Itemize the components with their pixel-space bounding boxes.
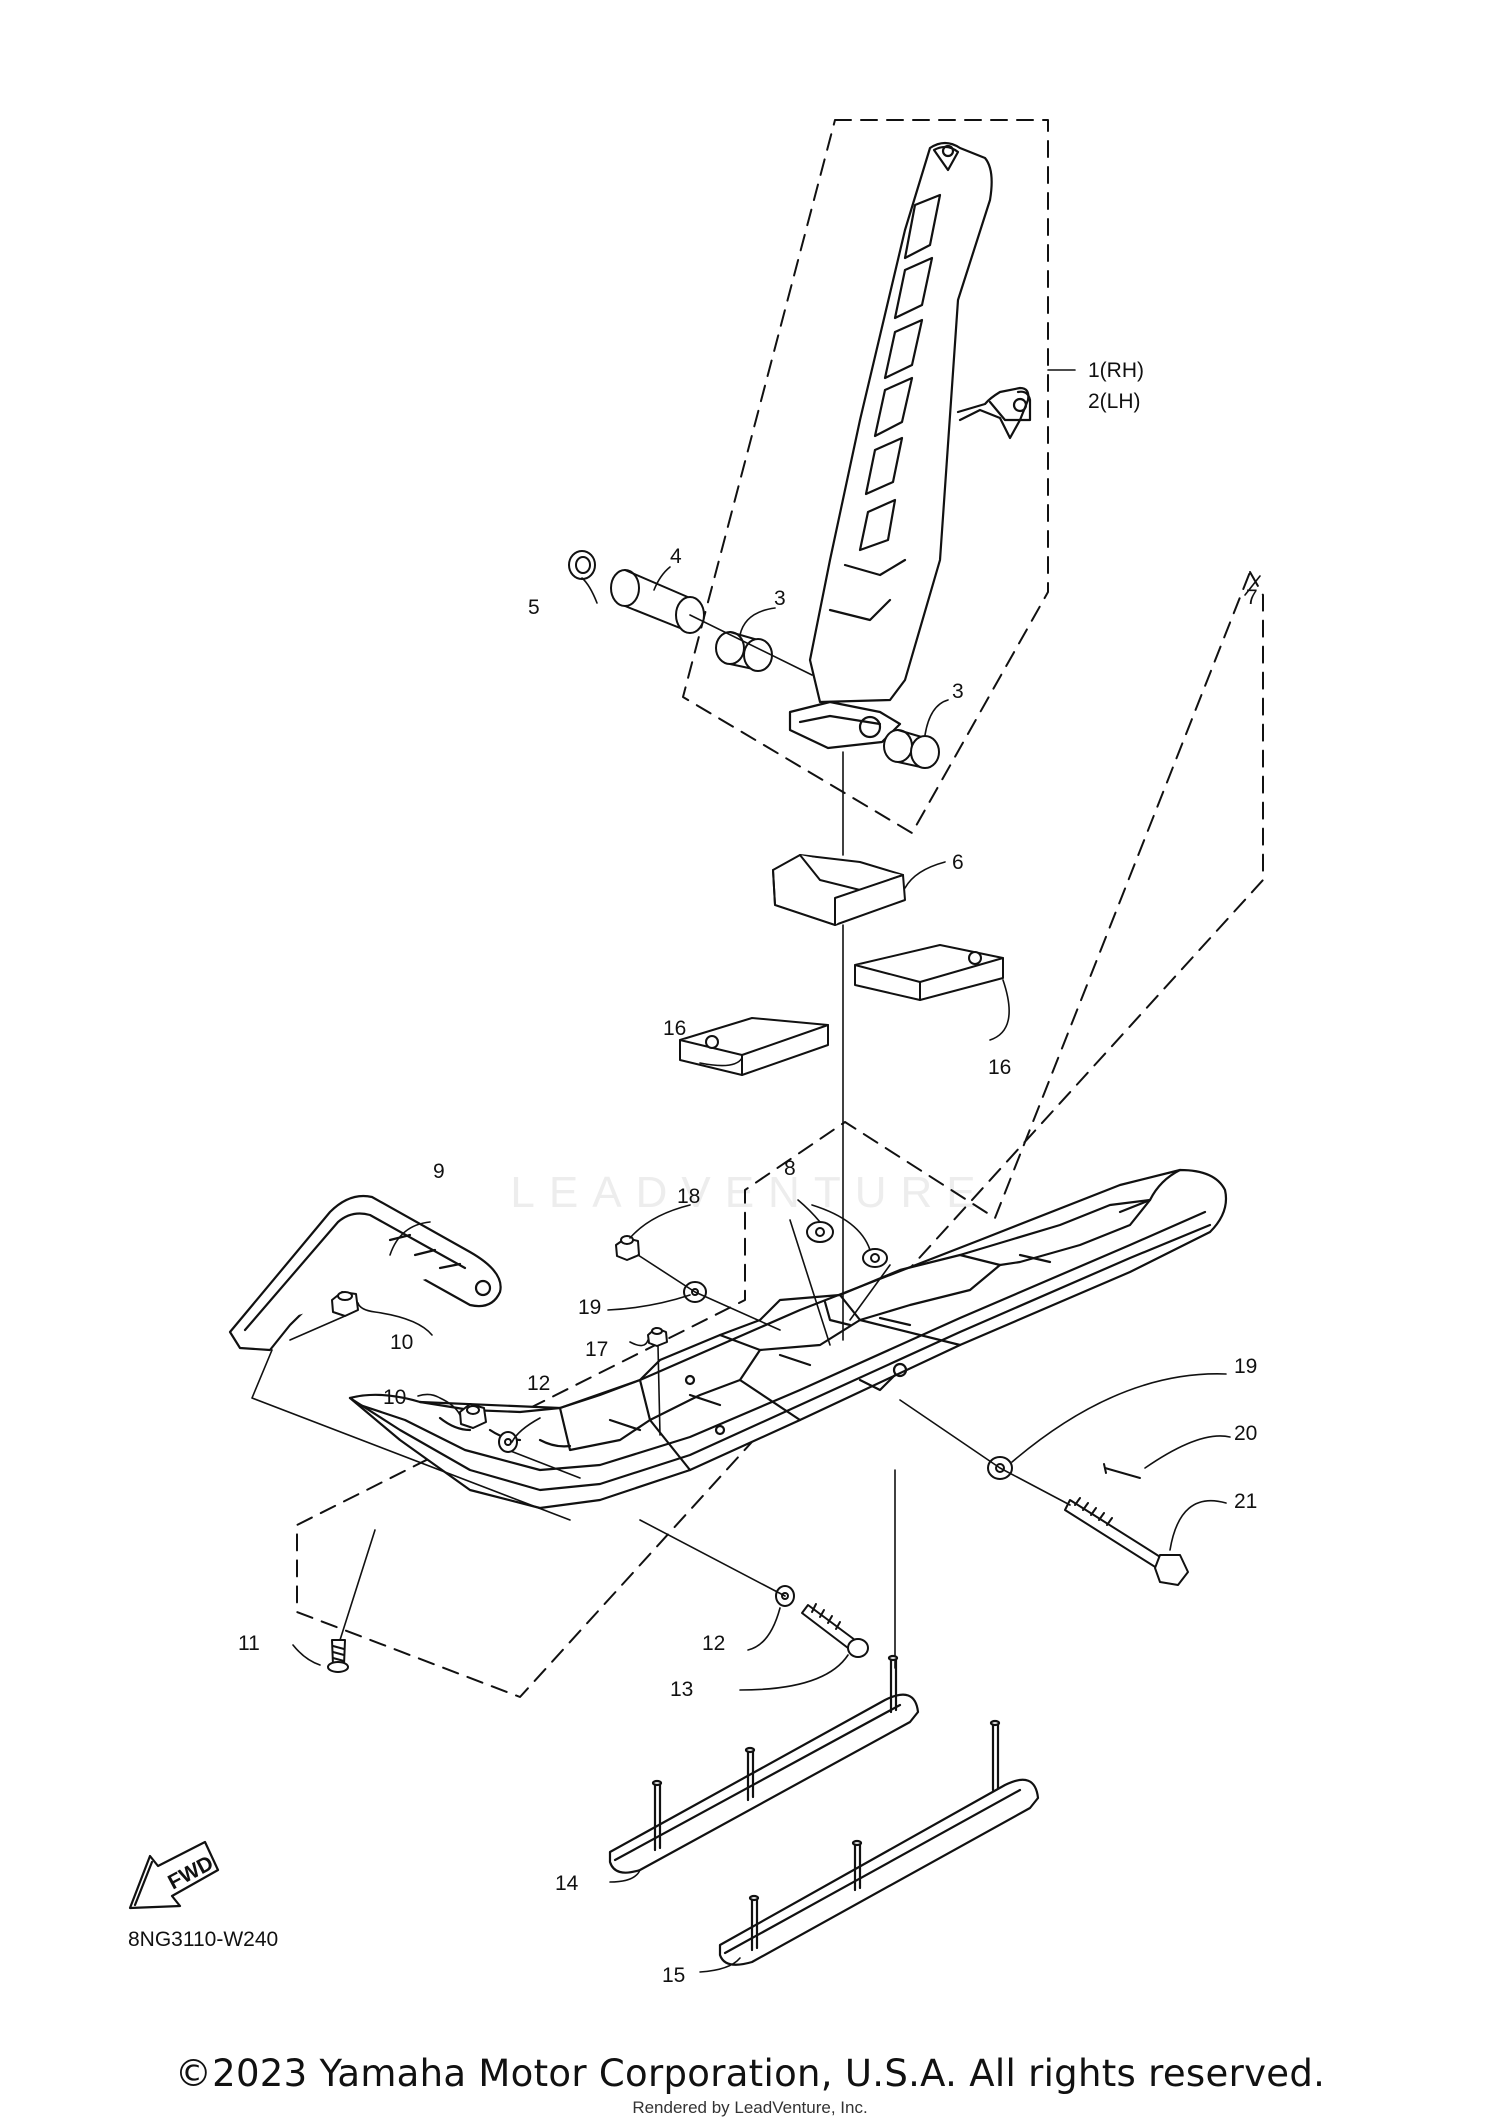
callout-leaders: [292, 369, 1261, 1973]
bolt-part-11: [327, 1639, 349, 1673]
handle-leader-b: [289, 1315, 346, 1341]
callout-11: 11: [238, 1632, 260, 1655]
damper-leader: [789, 1219, 891, 1346]
callout-2: 2(LH): [1088, 390, 1141, 413]
runner-part-15: [718, 1719, 1040, 1966]
callout-3-left: 3: [774, 587, 786, 610]
washer-part-12-upper: [498, 1431, 518, 1453]
callout-18: 18: [677, 1185, 700, 1208]
nut-leader-b: [507, 1449, 581, 1479]
render-credit: Rendered by LeadVenture, Inc.: [632, 2098, 868, 2117]
callout-10-upper: 10: [390, 1331, 413, 1354]
callout-9: 9: [433, 1160, 445, 1183]
ski-part-7: [348, 1168, 1228, 1510]
copyright-notice: ©2023 Yamaha Motor Corporation, U.S.A. A…: [174, 2052, 1326, 2095]
spindle-assembly-boundary: [682, 119, 1049, 834]
damper-part-8-a: [806, 1221, 834, 1243]
nut-part-17: [647, 1327, 668, 1347]
bolt-11-leader: [339, 1529, 376, 1641]
watermark: LEADVENTURE: [510, 1168, 990, 1217]
callout-1: 1(RH): [1088, 359, 1144, 382]
callout-14: 14: [555, 1872, 579, 1895]
pad-part-16-left: [679, 1017, 829, 1076]
washer-part-5: [568, 550, 596, 580]
ski-assembly-boundary: [296, 571, 1264, 1698]
diagram-code: 8NG3110-W240: [128, 1928, 278, 1951]
bushing-axis-line: [689, 614, 813, 676]
bushing-part-3-right: [883, 729, 940, 769]
bushing-part-3-left: [715, 631, 773, 672]
callout-12-lower: 12: [702, 1632, 725, 1655]
handle-leader-a: [251, 1349, 571, 1521]
fwd-arrow-icon: [128, 1840, 220, 1910]
washer-19-leader: [637, 1254, 781, 1331]
callout-8: 8: [784, 1157, 796, 1180]
bolt-13-leader: [639, 1519, 786, 1597]
collar-part-4: [610, 569, 705, 634]
callout-19-lower: 19: [1234, 1355, 1257, 1378]
pin-part-20: [1103, 1463, 1141, 1479]
runner-part-14: [608, 1654, 920, 1874]
bolt-part-21: [1064, 1497, 1189, 1586]
callout-7: 7: [1246, 586, 1258, 609]
bolt-part-13: [801, 1603, 869, 1658]
spindle-part: [788, 141, 1032, 750]
callout-17: 17: [585, 1338, 608, 1361]
callout-4: 4: [670, 545, 682, 568]
damper-part-8-b: [862, 1248, 888, 1268]
pad-part-16-right: [854, 944, 1004, 1001]
nut-part-10-upper: [331, 1291, 359, 1317]
callout-20: 20: [1234, 1422, 1257, 1445]
callout-13: 13: [670, 1678, 693, 1701]
callout-16-right: 16: [988, 1056, 1011, 1079]
callout-10-lower: 10: [383, 1386, 406, 1409]
nut-part-10-lower: [459, 1403, 487, 1429]
callout-3-right: 3: [952, 680, 964, 703]
callout-12-upper: 12: [527, 1372, 550, 1395]
callout-15: 15: [662, 1964, 685, 1987]
handle-part-9: [228, 1194, 502, 1352]
callout-6: 6: [952, 851, 964, 874]
callout-16-left: 16: [663, 1017, 686, 1040]
nut-17-leader: [657, 1345, 661, 1436]
bolt-21-axis: [899, 1399, 1071, 1506]
callout-5: 5: [528, 596, 540, 619]
nut-part-18: [615, 1235, 640, 1261]
callout-19-upper: 19: [578, 1296, 601, 1319]
block-part-6: [772, 854, 906, 926]
callout-21: 21: [1234, 1490, 1257, 1513]
